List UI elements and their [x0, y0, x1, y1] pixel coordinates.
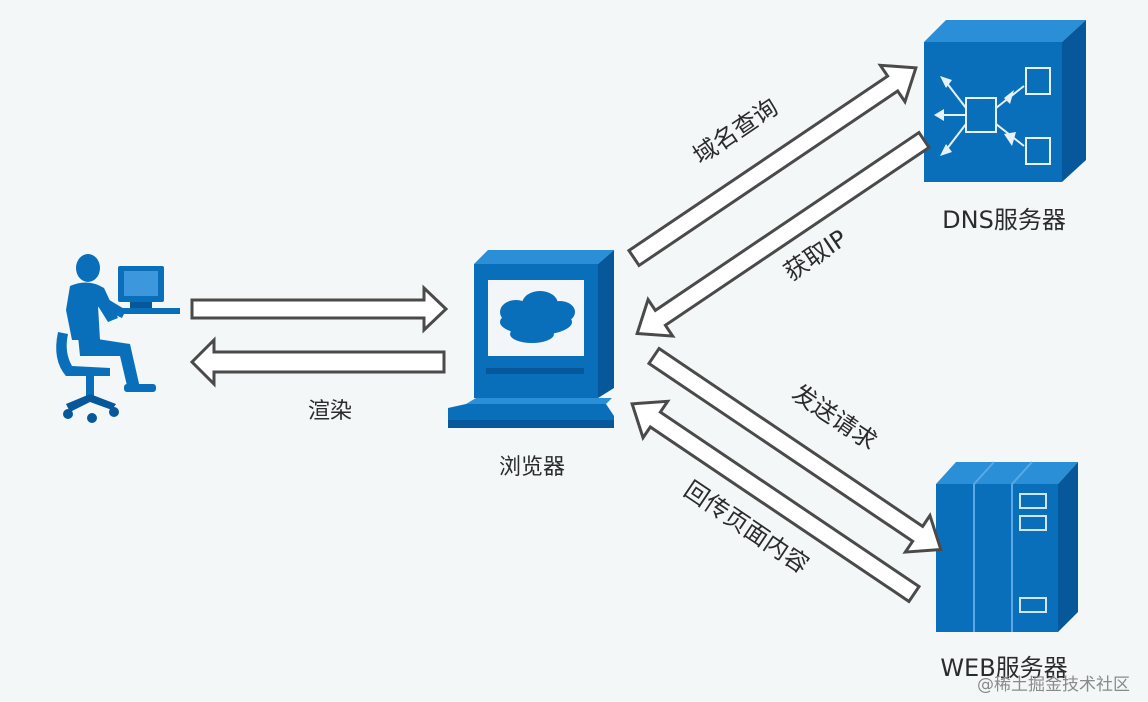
user-to-browser-arrow — [190, 284, 449, 334]
user-at-computer-icon — [56, 254, 180, 423]
browser-to-user-arrow — [189, 336, 446, 388]
dns-server-icon — [924, 20, 1086, 182]
watermark-text: @稀土掘金技术社区 — [977, 675, 1130, 695]
return-page-arrow — [630, 399, 922, 604]
web-server-icon — [936, 461, 1078, 632]
dns-server-label: DNS服务器 — [942, 206, 1066, 234]
render-label: 渲染 — [308, 399, 352, 424]
domain-query-arrow — [626, 63, 918, 268]
web-server-label: WEB服务器 — [940, 654, 1067, 682]
get-ip-arrow — [635, 130, 932, 338]
browser-label: 浏览器 — [499, 455, 565, 480]
send-request-arrow — [646, 346, 943, 554]
browser-computer-icon — [448, 250, 614, 428]
